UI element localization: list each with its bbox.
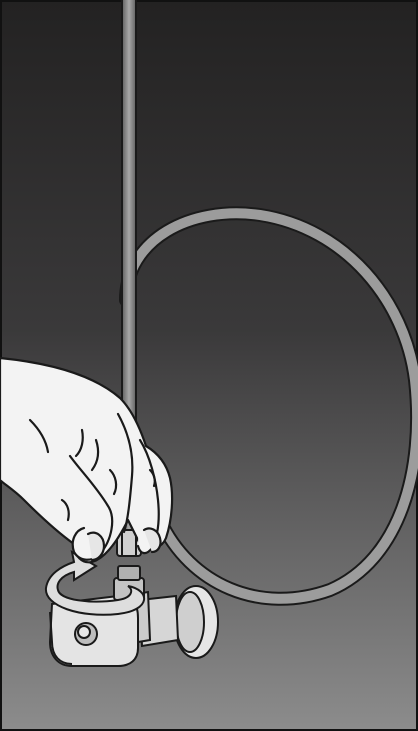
shutoff-valve-illustration	[0, 0, 418, 731]
illustration-canvas	[0, 0, 418, 731]
